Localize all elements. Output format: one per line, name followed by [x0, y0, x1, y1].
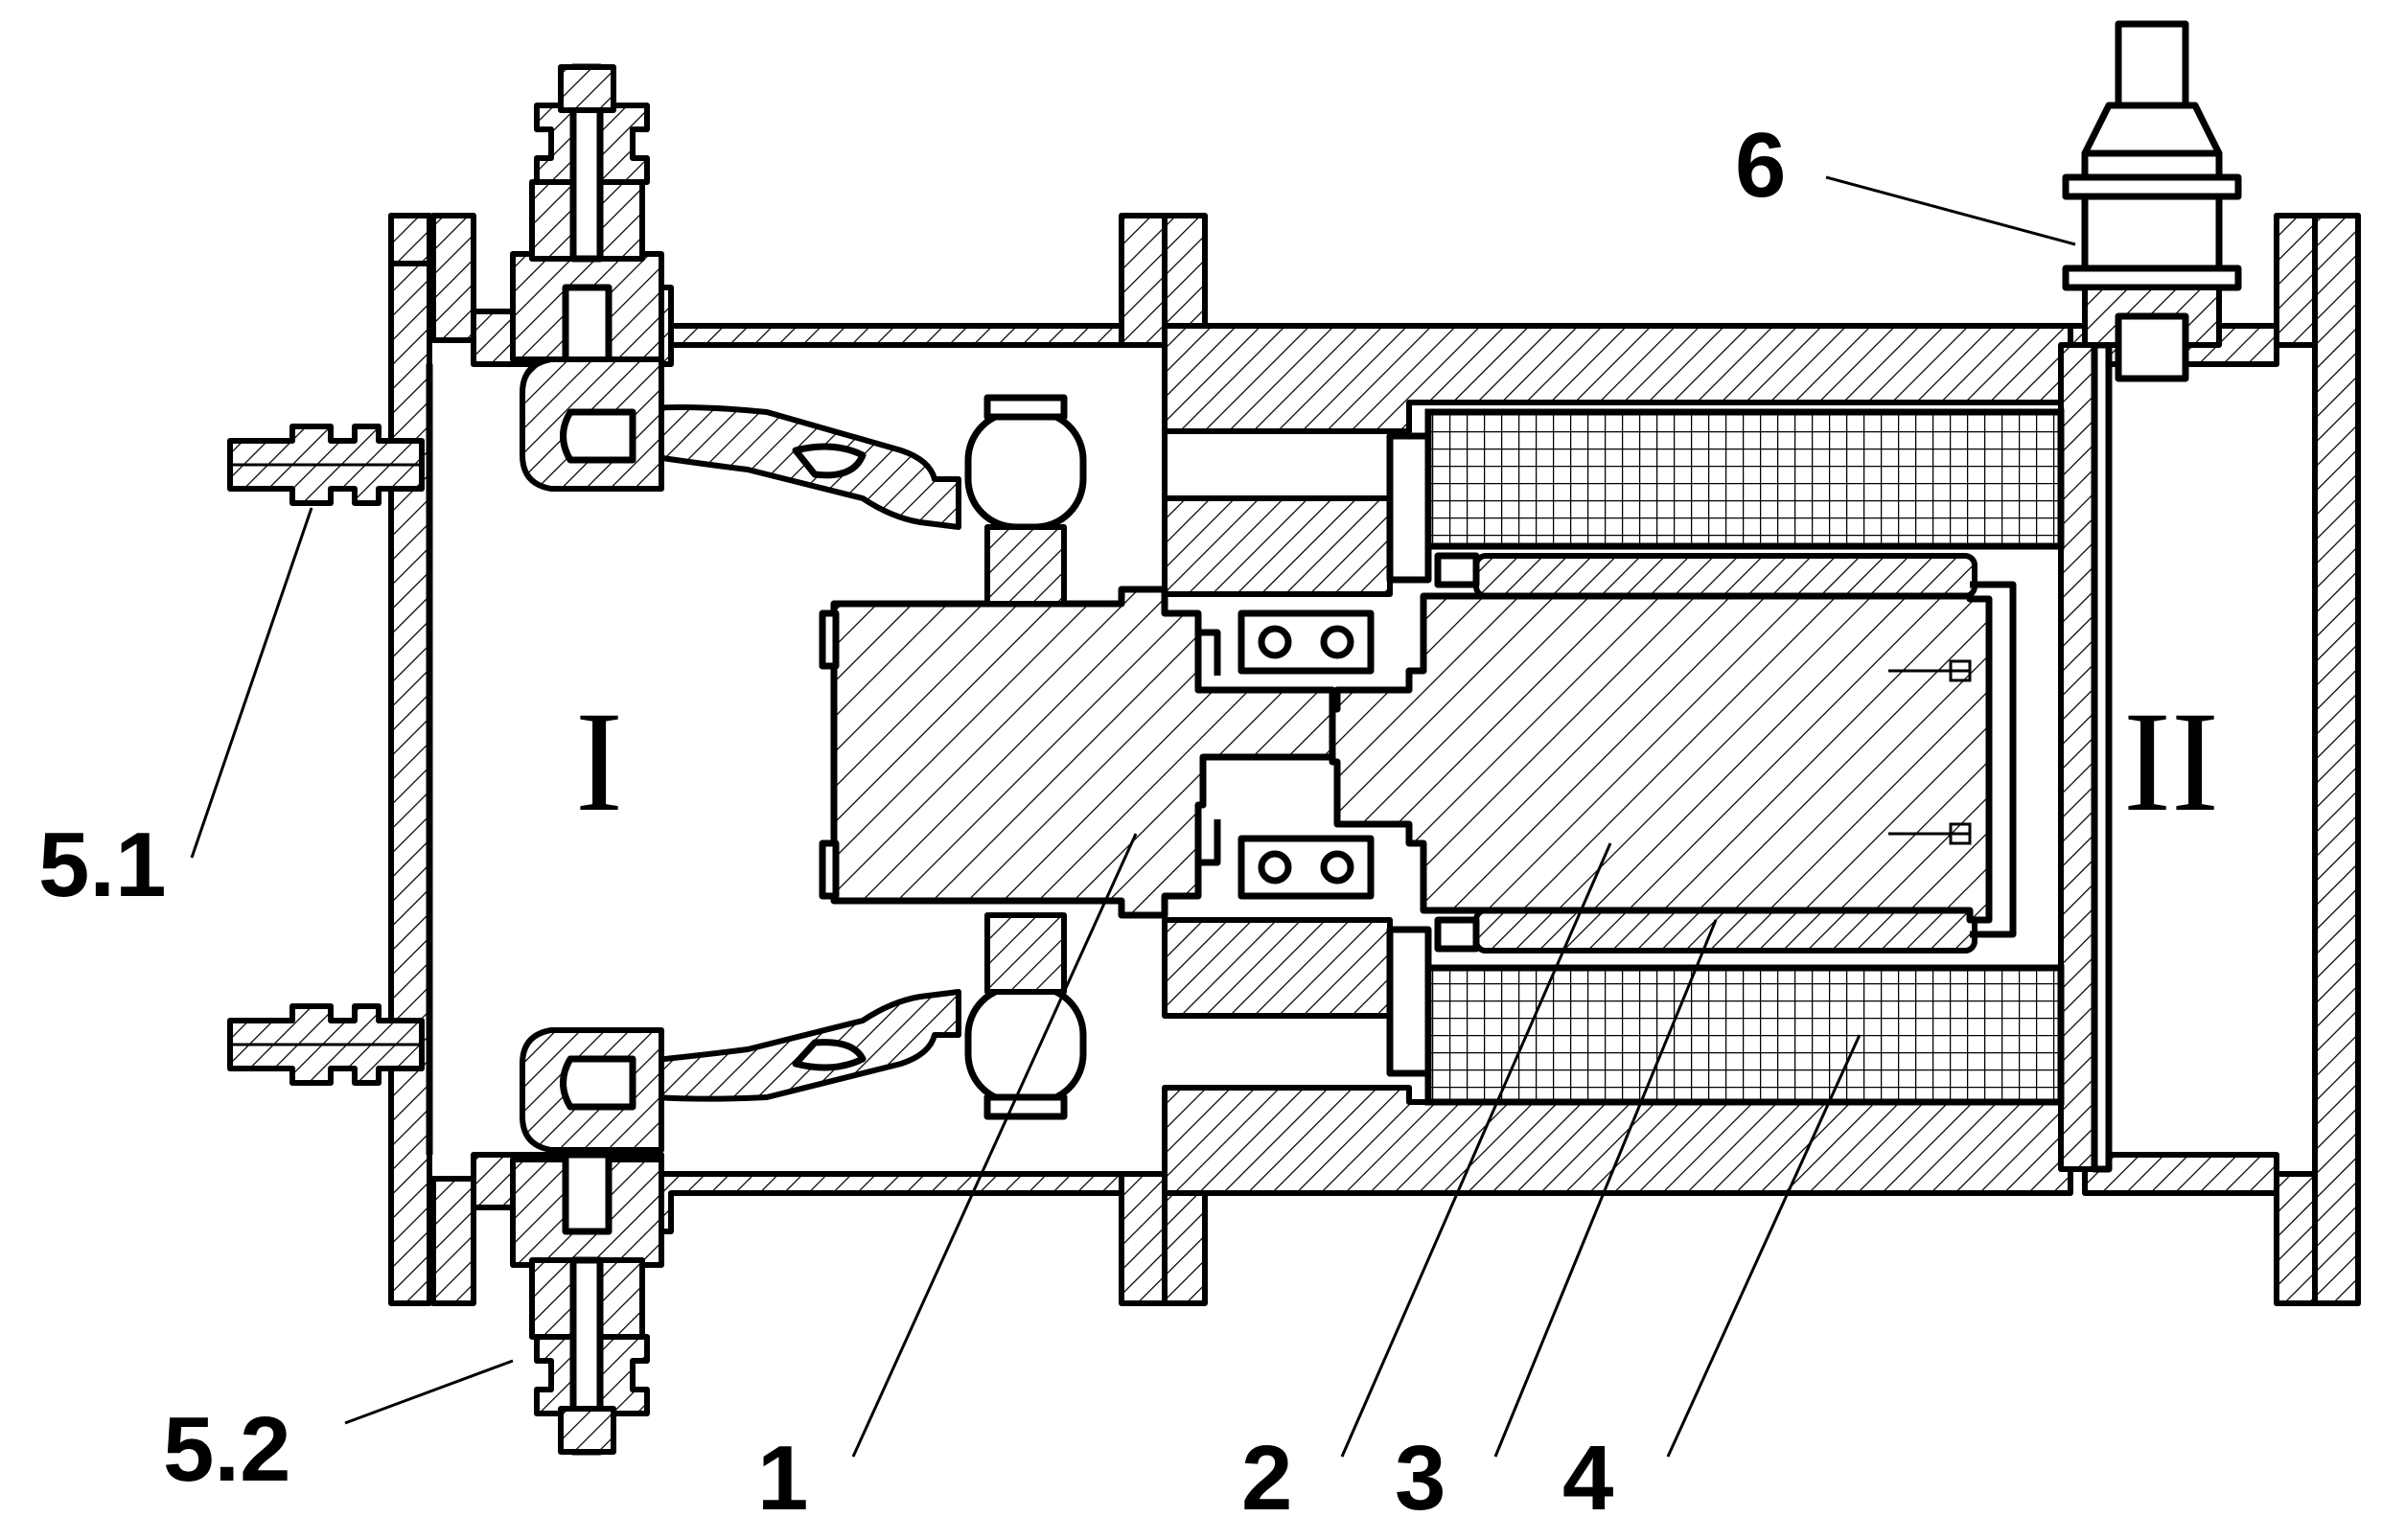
- stator-coil-top: [1424, 408, 2065, 550]
- chamber-label-1: I: [575, 682, 623, 841]
- piston-block: [819, 586, 1336, 919]
- connecting-rod-bottom: [611, 912, 1087, 1120]
- left-housing: [388, 213, 1208, 1306]
- leader-lines: [190, 175, 2076, 1458]
- stator-coil-bottom: [1424, 964, 2065, 1106]
- connecting-rod-top: [611, 394, 1087, 607]
- label-5-2: 5.2: [163, 1398, 290, 1501]
- label-6: 6: [1735, 114, 1786, 217]
- rotor: [1329, 581, 2017, 938]
- label-2: 2: [1241, 1427, 1292, 1529]
- bearing-top: [1237, 609, 1375, 675]
- bottom-valve: [510, 1027, 664, 1456]
- right-housing: [1162, 213, 2361, 1306]
- top-valve: [510, 63, 664, 492]
- chamber-label-2: II: [2123, 682, 2219, 841]
- connector-6: [2062, 20, 2242, 382]
- coil-end-plate: [1386, 926, 1432, 1077]
- port-5-1-bottom: [227, 1003, 425, 1086]
- bearing-bottom: [1237, 835, 1375, 900]
- port-5-1-top: [227, 424, 425, 506]
- label-3: 3: [1395, 1427, 1445, 1529]
- label-5-1: 5.1: [38, 814, 166, 916]
- label-1: 1: [757, 1427, 808, 1529]
- coil-end-plate: [1386, 432, 1432, 584]
- label-4: 4: [1562, 1427, 1613, 1529]
